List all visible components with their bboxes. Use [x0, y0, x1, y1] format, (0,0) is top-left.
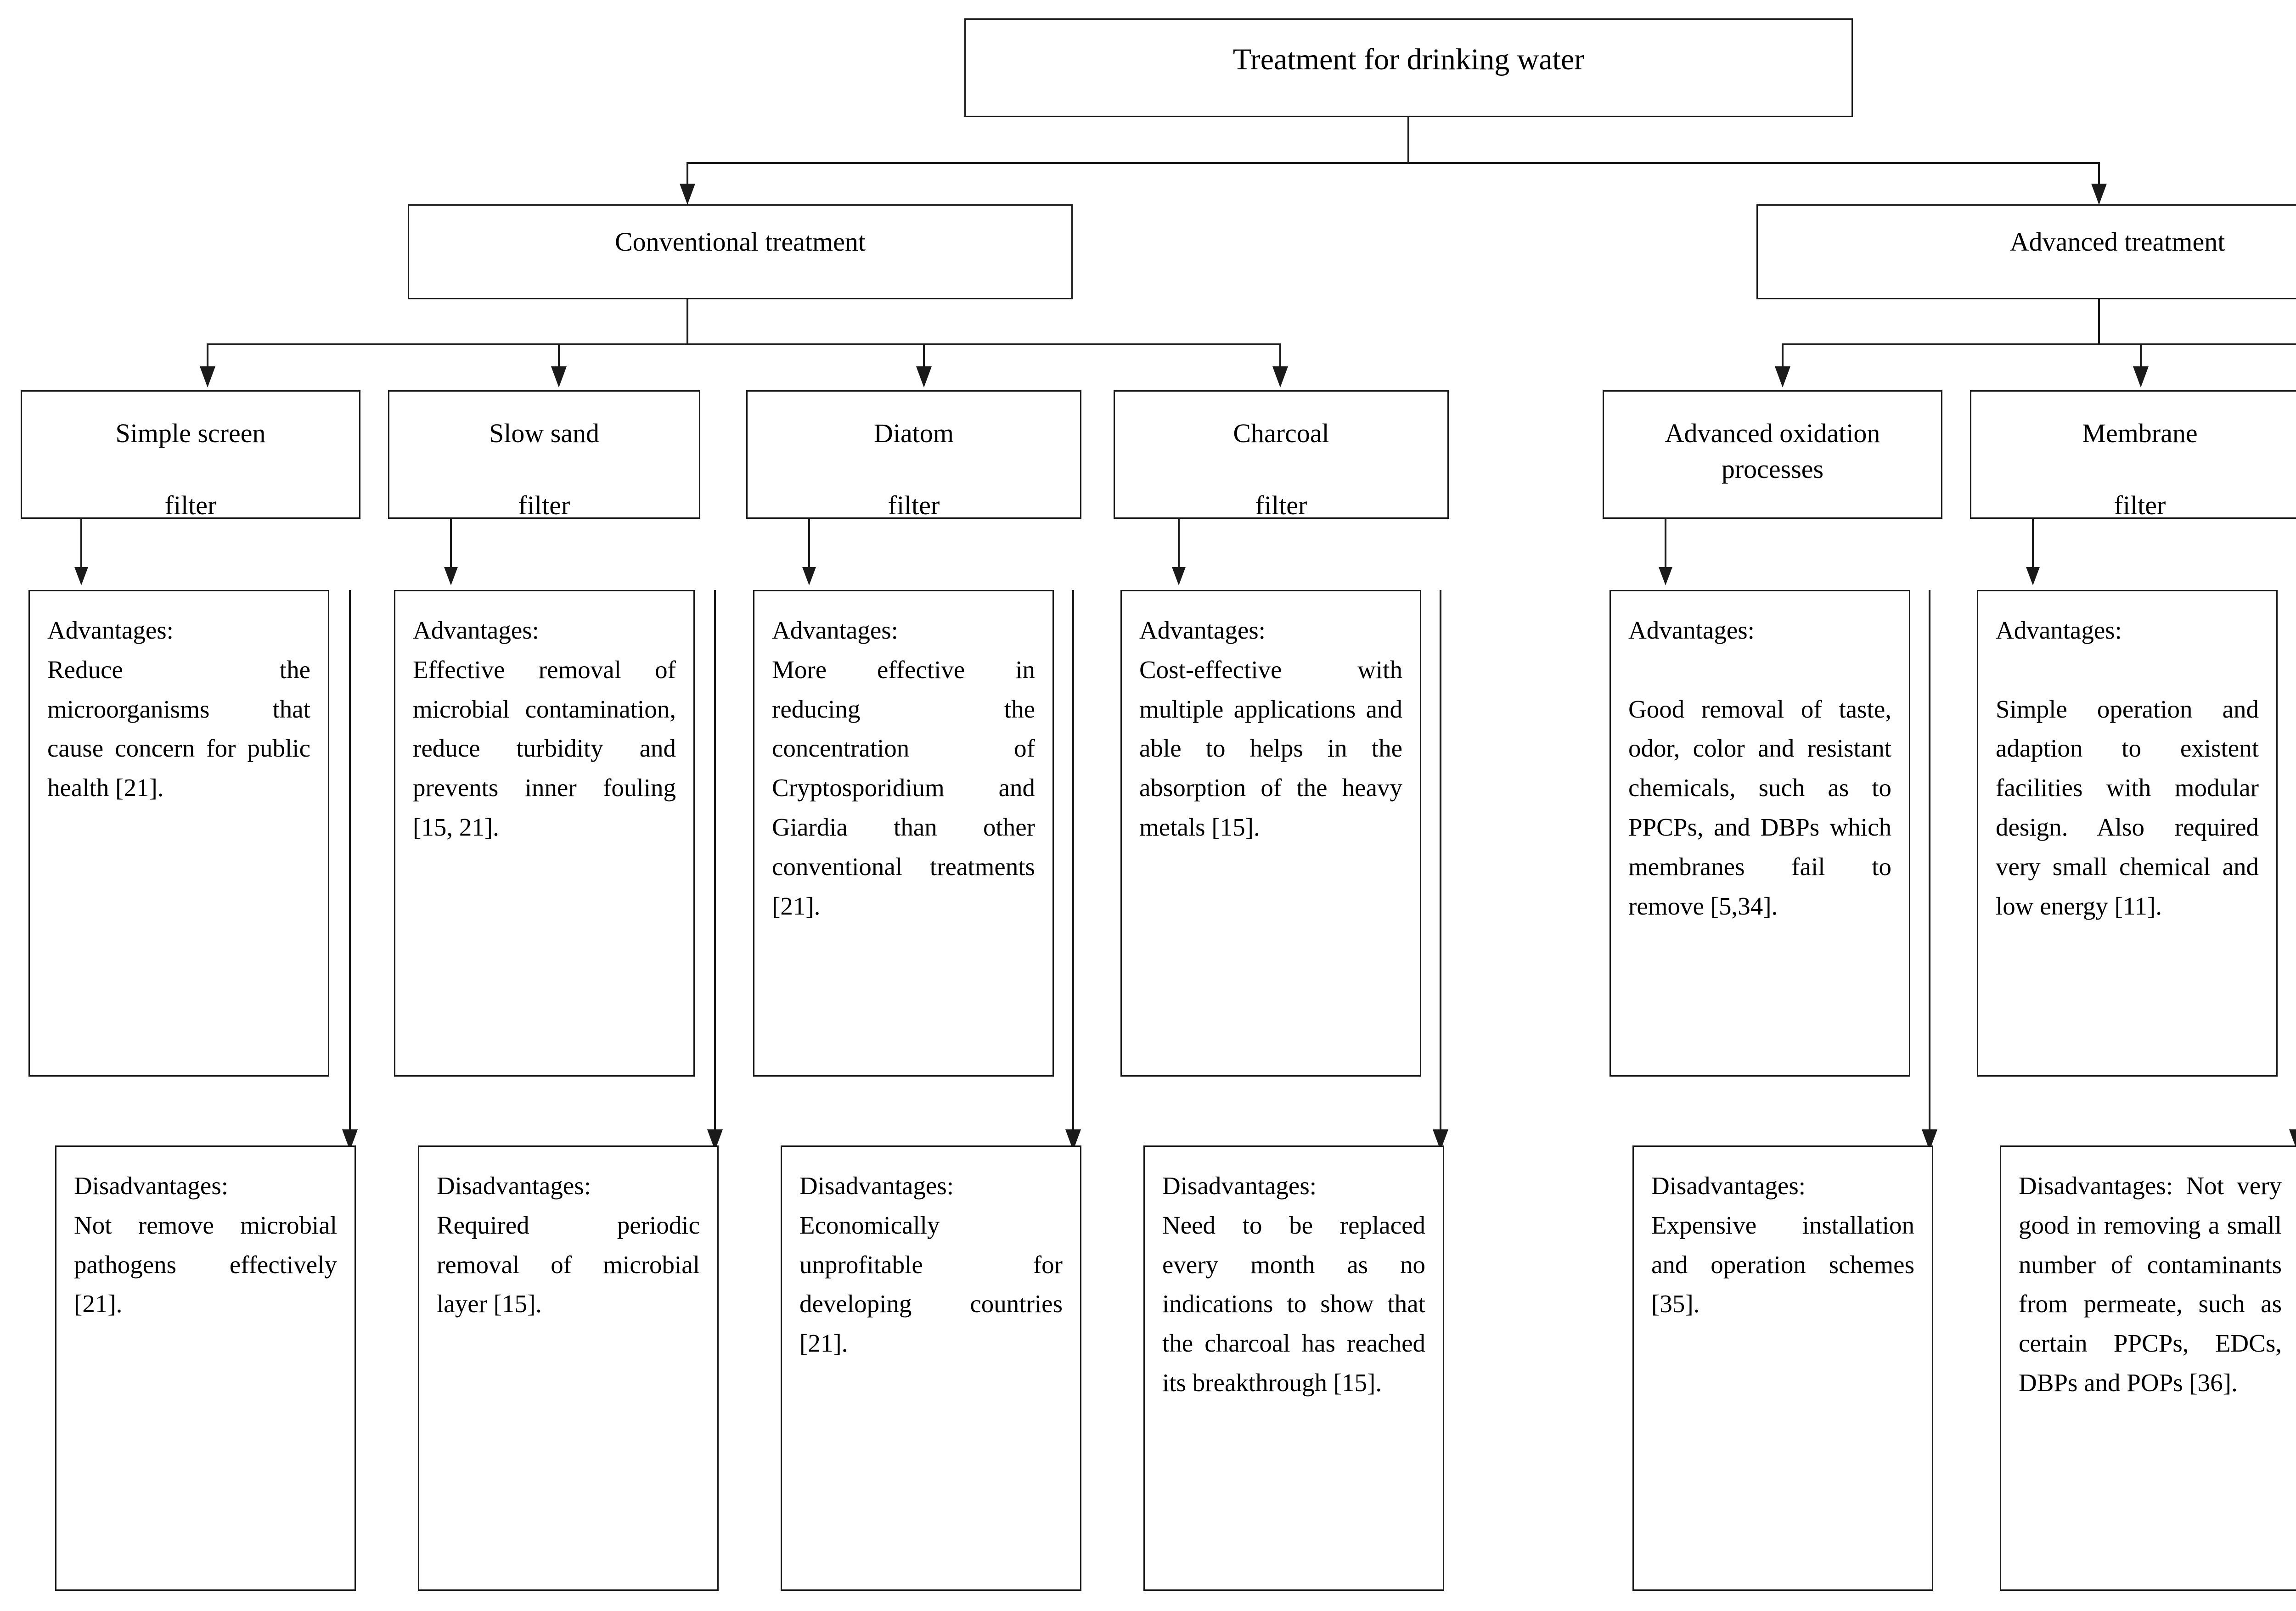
arrow-to-advantages-5-icon	[1659, 567, 1672, 585]
node-aop-label: Advanced oxidation processes	[1665, 418, 1880, 484]
node-diatom-filter: Diatom filter	[746, 390, 1081, 520]
advantages-text-slow-sand: Advantages: Effective removal of microbi…	[413, 616, 676, 841]
arrow-to-aop-icon	[1775, 366, 1790, 387]
connector-advanced-stem	[2098, 299, 2100, 344]
node-slow-sand-label: Slow sand filter	[489, 418, 600, 520]
disadvantages-box-slow-sand: Disadvantages: Required periodic removal…	[418, 1145, 719, 1591]
arrow-to-advantages-1-icon	[74, 567, 88, 585]
connector-drop-advanced	[2098, 162, 2100, 189]
node-simple-screen-label: Simple screen filter	[115, 418, 266, 520]
connector-adv-to-dis-1	[349, 590, 351, 1135]
connector-node-to-adv-5	[1665, 519, 1666, 572]
node-slow-sand-filter: Slow sand filter	[388, 390, 700, 520]
advantages-text-membrane: Advantages: Simple operation and adaptio…	[1996, 616, 2259, 920]
node-simple-screen-filter: Simple screen filter	[21, 390, 360, 520]
connector-root-stem	[1407, 117, 1409, 163]
disadvantages-box-membrane: Disadvantages: Not very good in removing…	[2000, 1145, 2296, 1591]
root-node-treatment-for-drinking-water: Treatment for drinking water	[964, 18, 1853, 117]
advantages-box-membrane: Advantages: Simple operation and adaptio…	[1977, 590, 2278, 1077]
arrow-to-advantages-6-icon	[2026, 567, 2040, 585]
disadvantages-box-simple-screen: Disadvantages: Not remove microbial path…	[55, 1145, 356, 1591]
connector-main-bus	[687, 162, 2100, 164]
disadvantages-text-charcoal: Disadvantages: Need to be replaced every…	[1162, 1172, 1425, 1397]
disadvantages-text-simple-screen: Disadvantages: Not remove microbial path…	[74, 1172, 337, 1318]
node-advanced-oxidation-processes: Advanced oxidation processes	[1603, 390, 1942, 519]
node-membrane-label: Membrane filter	[2082, 418, 2198, 520]
branch-node-conventional-treatment: Conventional treatment	[408, 204, 1073, 299]
advantages-box-slow-sand: Advantages: Effective removal of microbi…	[394, 590, 695, 1077]
arrow-to-simple-screen-icon	[200, 366, 215, 387]
connector-node-to-adv-1	[80, 519, 82, 572]
connector-adv-to-dis-4	[1440, 590, 1441, 1135]
branch-node-advanced-treatment: Advanced treatment	[1756, 204, 2296, 299]
arrow-to-advantages-4-icon	[1172, 567, 1186, 585]
advantages-text-aop: Advantages: Good removal of taste, odor,…	[1628, 616, 1891, 920]
advantages-box-charcoal: Advantages: Cost-effective with multiple…	[1120, 590, 1421, 1077]
connector-conventional-stem	[687, 299, 688, 344]
advantages-text-charcoal: Advantages: Cost-effective with multiple…	[1139, 616, 1402, 841]
advantages-box-diatom: Advantages: More effective in reducing t…	[753, 590, 1054, 1077]
connector-advanced-bus	[1782, 343, 2296, 345]
connector-node-to-adv-2	[450, 519, 452, 572]
connector-node-to-adv-4	[1178, 519, 1180, 572]
node-diatom-label: Diatom filter	[874, 418, 954, 520]
connector-drop-slow-sand	[558, 343, 560, 372]
connector-drop-aop	[1782, 343, 1784, 372]
arrow-to-charcoal-icon	[1272, 366, 1288, 387]
connector-node-to-adv-3	[808, 519, 810, 572]
disadvantages-box-aop: Disadvantages: Expensive installation an…	[1632, 1145, 1933, 1591]
arrow-to-conventional-icon	[680, 184, 695, 205]
branch-node-advanced-label: Advanced treatment	[2009, 227, 2225, 257]
connector-adv-to-dis-3	[1072, 590, 1074, 1135]
node-charcoal-label: Charcoal filter	[1233, 418, 1329, 520]
connector-adv-to-dis-5	[1929, 590, 1930, 1135]
arrow-to-membrane-icon	[2133, 366, 2149, 387]
arrow-to-slow-sand-icon	[551, 366, 567, 387]
arrow-to-diatom-icon	[916, 366, 932, 387]
connector-drop-simple-screen	[207, 343, 208, 372]
advantages-text-diatom: Advantages: More effective in reducing t…	[772, 616, 1035, 920]
arrow-to-advantages-3-icon	[802, 567, 816, 585]
connector-adv-to-dis-2	[714, 590, 716, 1135]
advantages-box-simple-screen: Advantages: Reduce the microorganisms th…	[28, 590, 329, 1077]
node-charcoal-filter: Charcoal filter	[1114, 390, 1449, 520]
connector-drop-membrane	[2140, 343, 2142, 372]
branch-node-conventional-label: Conventional treatment	[614, 227, 866, 257]
connector-drop-conventional	[687, 162, 688, 189]
connector-conventional-bus	[207, 343, 1279, 345]
arrow-to-advanced-icon	[2091, 184, 2107, 205]
disadvantages-text-slow-sand: Disadvantages: Required periodic removal…	[437, 1172, 700, 1318]
disadvantages-box-charcoal: Disadvantages: Need to be replaced every…	[1143, 1145, 1444, 1591]
connector-drop-charcoal	[1279, 343, 1281, 372]
connector-drop-diatom	[923, 343, 925, 372]
root-node-label: Treatment for drinking water	[1232, 43, 1585, 76]
advantages-text-simple-screen: Advantages: Reduce the microorganisms th…	[47, 616, 310, 802]
connector-node-to-adv-6	[2032, 519, 2034, 572]
arrow-to-advantages-2-icon	[444, 567, 458, 585]
disadvantages-box-diatom: Disadvantages: Economically unprofitable…	[781, 1145, 1081, 1591]
disadvantages-text-diatom: Disadvantages: Economically unprofitable…	[799, 1172, 1063, 1358]
advantages-box-aop: Advantages: Good removal of taste, odor,…	[1609, 590, 1910, 1077]
disadvantages-text-aop: Disadvantages: Expensive installation an…	[1651, 1172, 1914, 1318]
node-membrane-filter: Membrane filter	[1970, 390, 2296, 520]
arrow-to-disadvantages-6-icon	[2289, 1129, 2296, 1151]
disadvantages-text-membrane: Disadvantages: Not very good in removing…	[2019, 1172, 2282, 1397]
